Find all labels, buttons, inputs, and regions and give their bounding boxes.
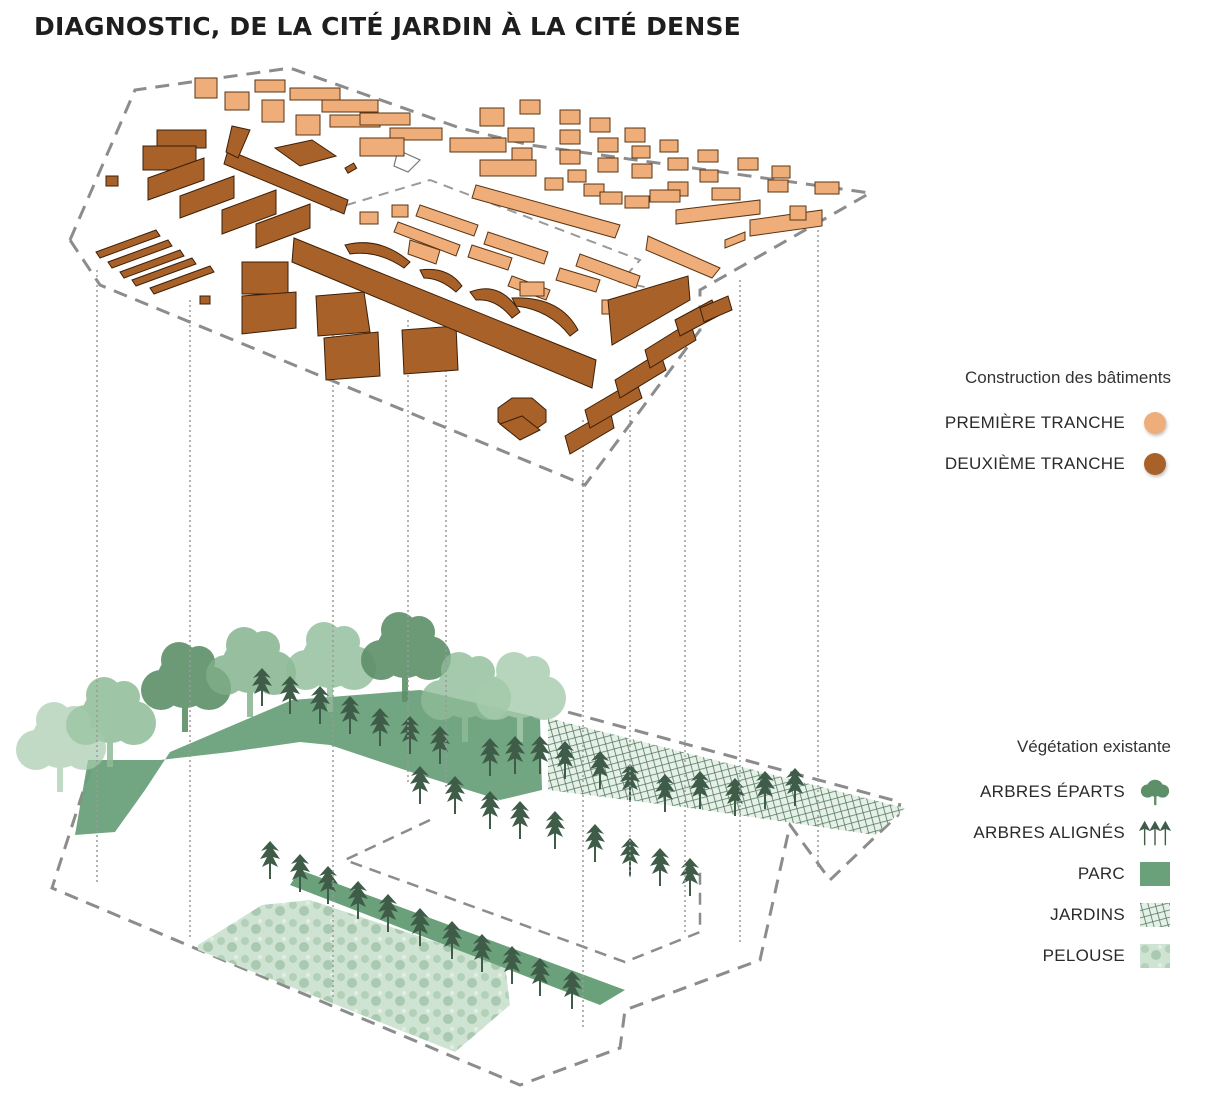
legend-label: PARC	[1077, 863, 1125, 883]
gardens-area	[548, 718, 905, 835]
legend-label: ARBRES ÉPARTS	[980, 781, 1125, 801]
dark-dot-icon	[1139, 449, 1171, 479]
legend-vegetation-heading: Végétation existante	[1016, 737, 1171, 756]
page-title: DIAGNOSTIC, DE LA CITÉ JARDIN À LA CITÉ …	[34, 12, 741, 41]
vegetation-layer	[0, 612, 905, 1087]
light-dot-icon	[1139, 408, 1171, 438]
legend-item-second-phase: DEUXIÈME TRANCHE	[945, 443, 1171, 484]
legend-buildings-heading: Construction des bâtiments	[965, 368, 1171, 387]
legend-label: PELOUSE	[1042, 945, 1125, 965]
second-phase-buildings	[95, 125, 733, 455]
aligned-trees-icon	[1139, 818, 1171, 848]
legend-buildings: Construction des bâtiments PREMIÈRE TRAN…	[945, 368, 1171, 484]
projection-lines	[96, 230, 819, 1030]
legend-label: ARBRES ALIGNÉS	[973, 822, 1125, 842]
legend-item-lawn: PELOUSE	[973, 935, 1171, 976]
gardens-grid-icon	[1139, 900, 1171, 930]
lawn-swatch-icon	[1139, 941, 1171, 971]
legend-label: JARDINS	[1050, 904, 1125, 924]
buildings-layer	[68, 66, 875, 487]
first-phase-buildings	[194, 77, 840, 315]
legend-item-first-phase: PREMIÈRE TRANCHE	[945, 402, 1171, 443]
scattered-tree-icon	[1139, 777, 1171, 807]
legend-label: PREMIÈRE TRANCHE	[944, 412, 1125, 432]
park-area	[75, 690, 542, 835]
legend-label: DEUXIÈME TRANCHE	[944, 453, 1125, 473]
legend-item-aligned-trees: ARBRES ALIGNÉS	[973, 812, 1171, 853]
legend-vegetation: Végétation existante ARBRES ÉPARTS ARBRE…	[973, 737, 1171, 976]
legend-item-gardens: JARDINS	[973, 894, 1171, 935]
park-swatch-icon	[1139, 859, 1171, 889]
legend-item-scattered-trees: ARBRES ÉPARTS	[973, 771, 1171, 812]
lawn-area	[198, 900, 510, 1052]
legend-item-park: PARC	[973, 853, 1171, 894]
